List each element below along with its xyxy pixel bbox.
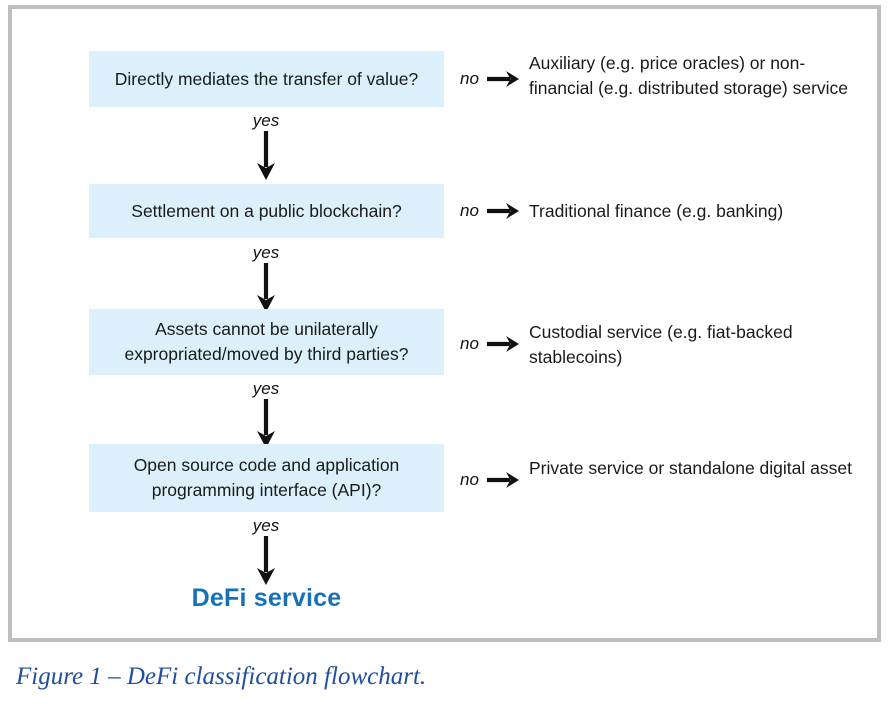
arrow-down-icon-2 [221, 263, 311, 318]
decision-box-3-label: Assets cannot be unilaterally expropriat… [124, 319, 409, 364]
decision-box-3[interactable]: Assets cannot be unilaterally expropriat… [89, 309, 444, 375]
figure-caption: Figure 1 – DeFi classification flowchart… [16, 663, 427, 690]
yes-connector-4: yes [221, 517, 311, 591]
yes-connector-1: yes [221, 112, 311, 186]
decision-box-2-label: Settlement on a public blockchain? [131, 200, 402, 221]
outcome-text-4: Private service or standalone digital as… [529, 458, 852, 478]
outcome-text-2: Traditional finance (e.g. banking) [529, 201, 784, 221]
arrow-down-icon-3 [221, 399, 311, 454]
yes-label-1: yes [252, 111, 280, 130]
final-outcome-defi-service: DeFi service [191, 584, 342, 612]
outcome-text-3: Custodial service (e.g. fiat-backed stab… [529, 322, 793, 368]
yes-connector-2: yes [221, 244, 311, 318]
yes-label-2: yes [252, 243, 280, 262]
decision-box-1[interactable]: Directly mediates the transfer of value? [89, 51, 444, 107]
arrow-right-icon-4 [486, 469, 520, 491]
yes-connector-3: yes [221, 380, 311, 454]
figure-frame: Directly mediates the transfer of value?… [8, 5, 881, 642]
arrow-right-icon-2 [486, 200, 520, 222]
decision-box-4-label: Open source code and application program… [133, 455, 400, 500]
arrow-down-icon-4 [221, 536, 311, 591]
no-label-1: no [460, 69, 479, 88]
arrow-down-icon-1 [221, 131, 311, 186]
no-label-3: no [460, 334, 479, 353]
yes-label-4: yes [252, 516, 280, 535]
decision-box-4[interactable]: Open source code and application program… [89, 444, 444, 512]
decision-box-2[interactable]: Settlement on a public blockchain? [89, 184, 444, 238]
decision-box-1-label: Directly mediates the transfer of value? [114, 68, 419, 89]
no-label-4: no [460, 470, 479, 489]
no-label-2: no [460, 201, 479, 220]
outcome-text-1: Auxiliary (e.g. price oracles) or non-fi… [529, 53, 849, 99]
arrow-right-icon-1 [486, 68, 520, 90]
yes-label-3: yes [252, 379, 280, 398]
arrow-right-icon-3 [486, 333, 520, 355]
